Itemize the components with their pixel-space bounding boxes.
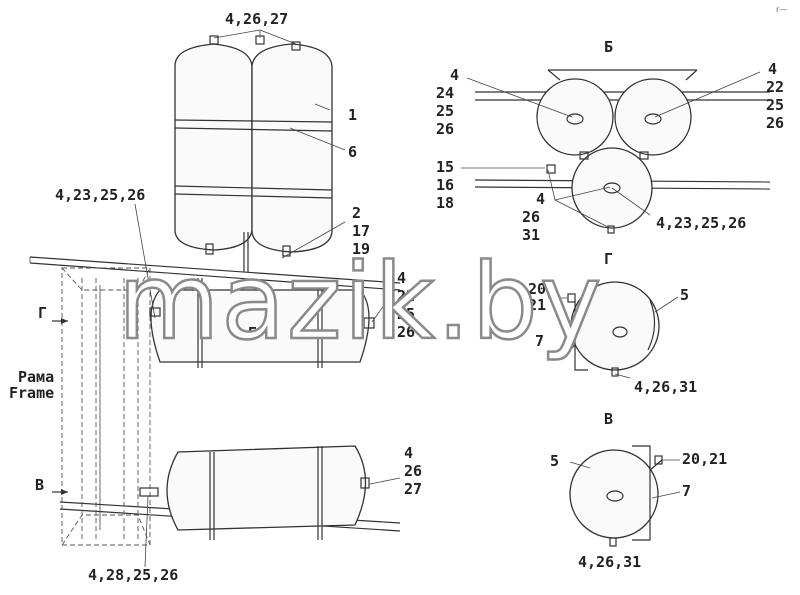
section-v-view (569, 445, 681, 547)
section-b-marker: Б (248, 324, 257, 342)
sb-16: 16 (436, 176, 454, 194)
sb-left-24: 24 (436, 84, 454, 102)
callout-mid-22: 22 (397, 287, 415, 305)
sv-bottom: 4,26,31 (578, 553, 641, 571)
upper-horizontal-air-tank (149, 278, 375, 368)
callout-top: 4,26,27 (225, 10, 288, 28)
sb-c26: 26 (522, 208, 540, 226)
sg-20: 20 (528, 280, 546, 298)
callout-2: 2 (352, 204, 361, 222)
frame-label-en: Frame (9, 384, 54, 402)
section-b-title: Б (604, 38, 613, 56)
callout-low-4: 4 (404, 444, 413, 462)
view-arrow-v (52, 489, 68, 495)
callout-tank-1: 1 (348, 106, 357, 124)
callout-low-26: 26 (404, 462, 422, 480)
section-v-title: В (604, 410, 613, 428)
sb-right-4: 4 (768, 60, 777, 78)
frame-label-ru: Рама (18, 368, 54, 386)
watermark: mazik.by (118, 241, 603, 363)
sg-bottom: 4,26,31 (634, 378, 697, 396)
callout-mid-26: 26 (397, 323, 415, 341)
sv-5: 5 (550, 452, 559, 470)
sb-left-26: 26 (436, 120, 454, 138)
sb-center: 4,23,25,26 (656, 214, 746, 232)
frame-crossmember (61, 267, 151, 546)
vertical-air-tank-assembly (174, 29, 333, 272)
callout-left-upper: 4,23,25,26 (55, 186, 145, 204)
view-v-label: В (35, 476, 44, 494)
sg-7: 7 (535, 332, 544, 350)
sb-18: 18 (436, 194, 454, 212)
sb-right-26: 26 (766, 114, 784, 132)
callout-band-6: 6 (348, 143, 357, 161)
left-leader-lines (134, 103, 401, 568)
section-g-title: Г (604, 250, 613, 268)
sg-21: 21 (528, 296, 546, 314)
corner-mark: r— (776, 5, 787, 14)
callout-19: 19 (352, 240, 370, 258)
sb-left-4: 4 (450, 66, 459, 84)
sg-5: 5 (680, 286, 689, 304)
section-b-view (461, 69, 771, 234)
sb-right-22: 22 (766, 78, 784, 96)
sb-right-25: 25 (766, 96, 784, 114)
callout-mid-4: 4 (397, 269, 406, 287)
sv-7: 7 (682, 482, 691, 500)
view-arrow-g (52, 318, 68, 324)
sb-c31: 31 (522, 226, 540, 244)
callout-17: 17 (352, 222, 370, 240)
sv-2021: 20,21 (682, 450, 727, 468)
callout-low-27: 27 (404, 480, 422, 498)
lower-horizontal-air-tank (139, 445, 370, 540)
sb-15: 15 (436, 158, 454, 176)
callout-bottom: 4,28,25,26 (88, 566, 178, 584)
view-g-label: Г (38, 304, 47, 322)
callout-mid-25: 25 (397, 305, 415, 323)
sb-c4: 4 (536, 190, 545, 208)
upper-frame-rail (29, 256, 401, 291)
sb-left-25: 25 (436, 102, 454, 120)
section-g-view (548, 281, 679, 379)
